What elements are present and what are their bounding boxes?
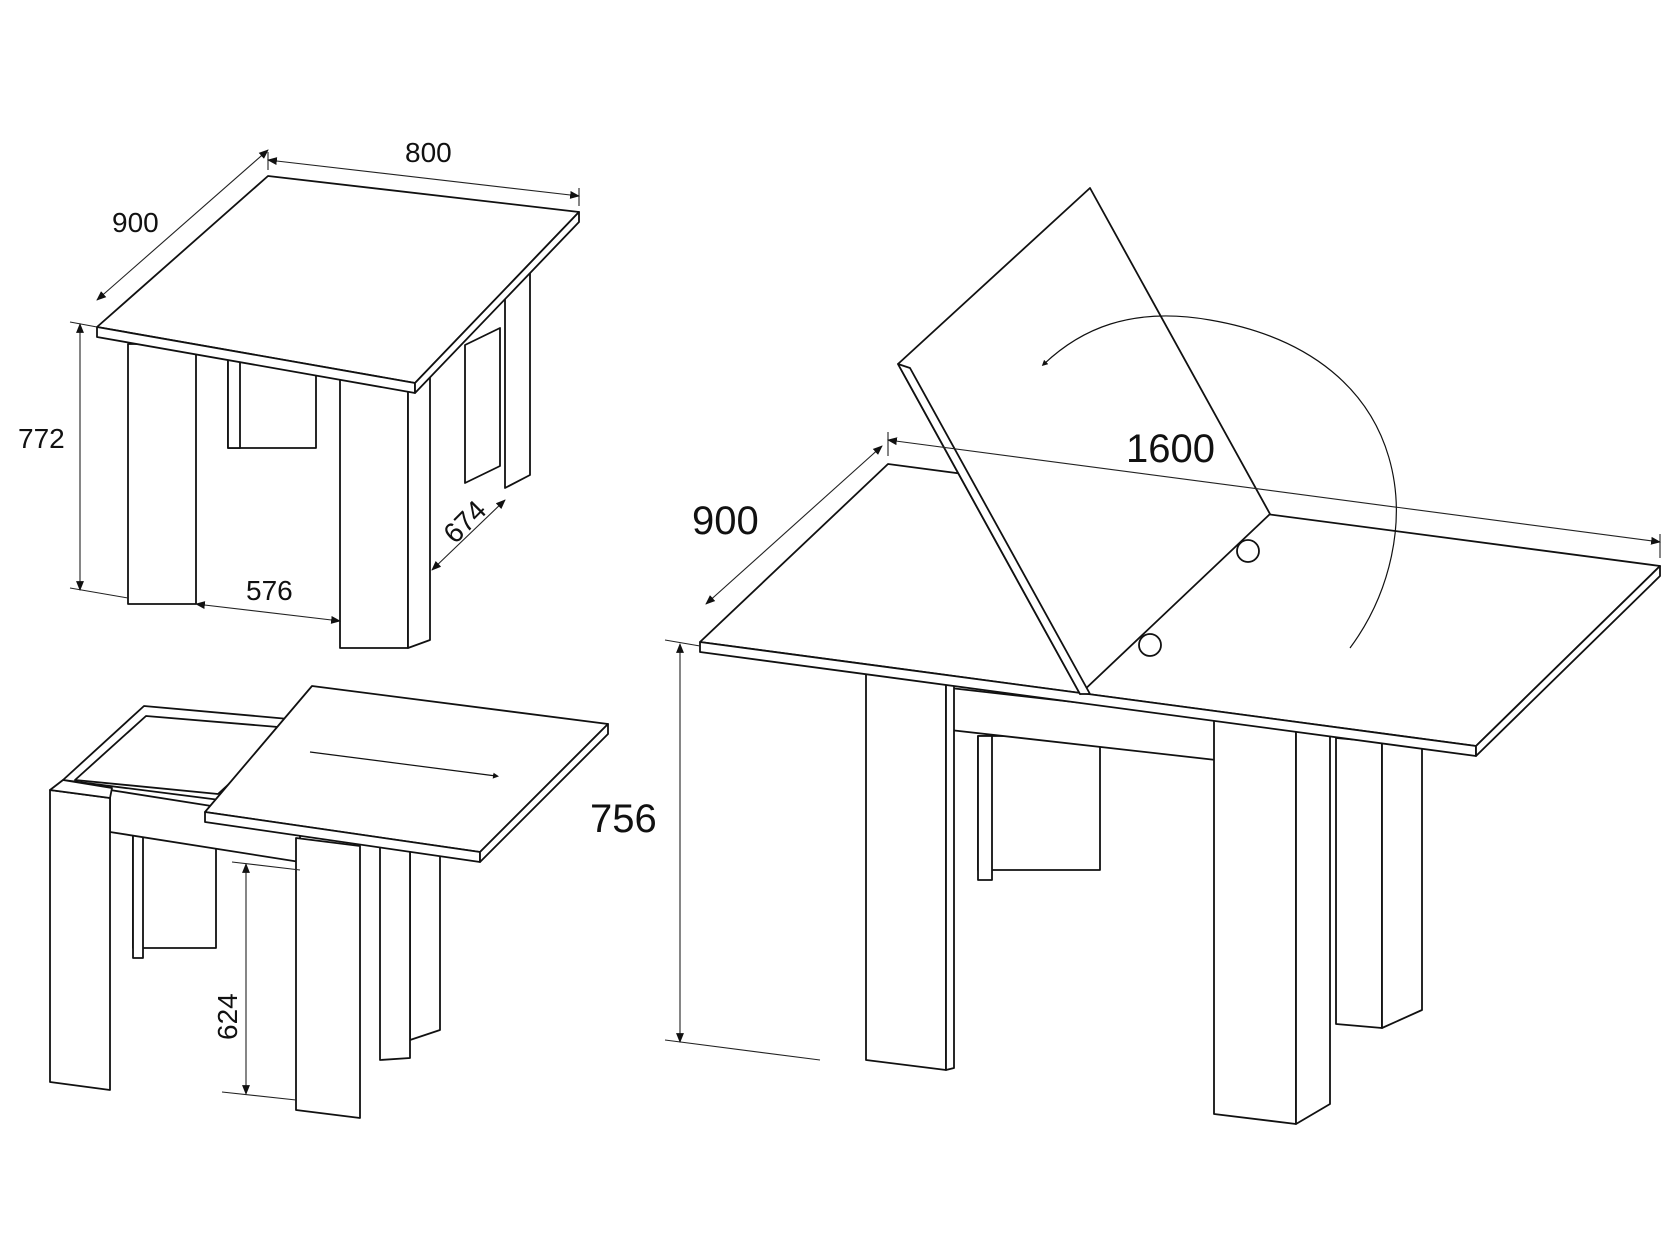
closed-table-view: 800 900 772 576 674	[18, 137, 580, 649]
closed-height-label: 772	[18, 423, 65, 454]
slide-open-view: 624	[49, 685, 609, 1119]
closed-width-label: 800	[405, 137, 452, 168]
closed-leg-depth-label: 674	[437, 494, 492, 549]
open-height-label: 756	[590, 797, 657, 841]
slide-under-height-label: 624	[212, 993, 243, 1040]
open-depth-label: 900	[692, 499, 759, 543]
closed-leg-gap-label: 576	[246, 575, 293, 606]
open-length-label: 1600	[1126, 427, 1215, 471]
closed-depth-label: 900	[112, 207, 159, 238]
open-table-view: 1600 900 756	[590, 187, 1661, 1125]
